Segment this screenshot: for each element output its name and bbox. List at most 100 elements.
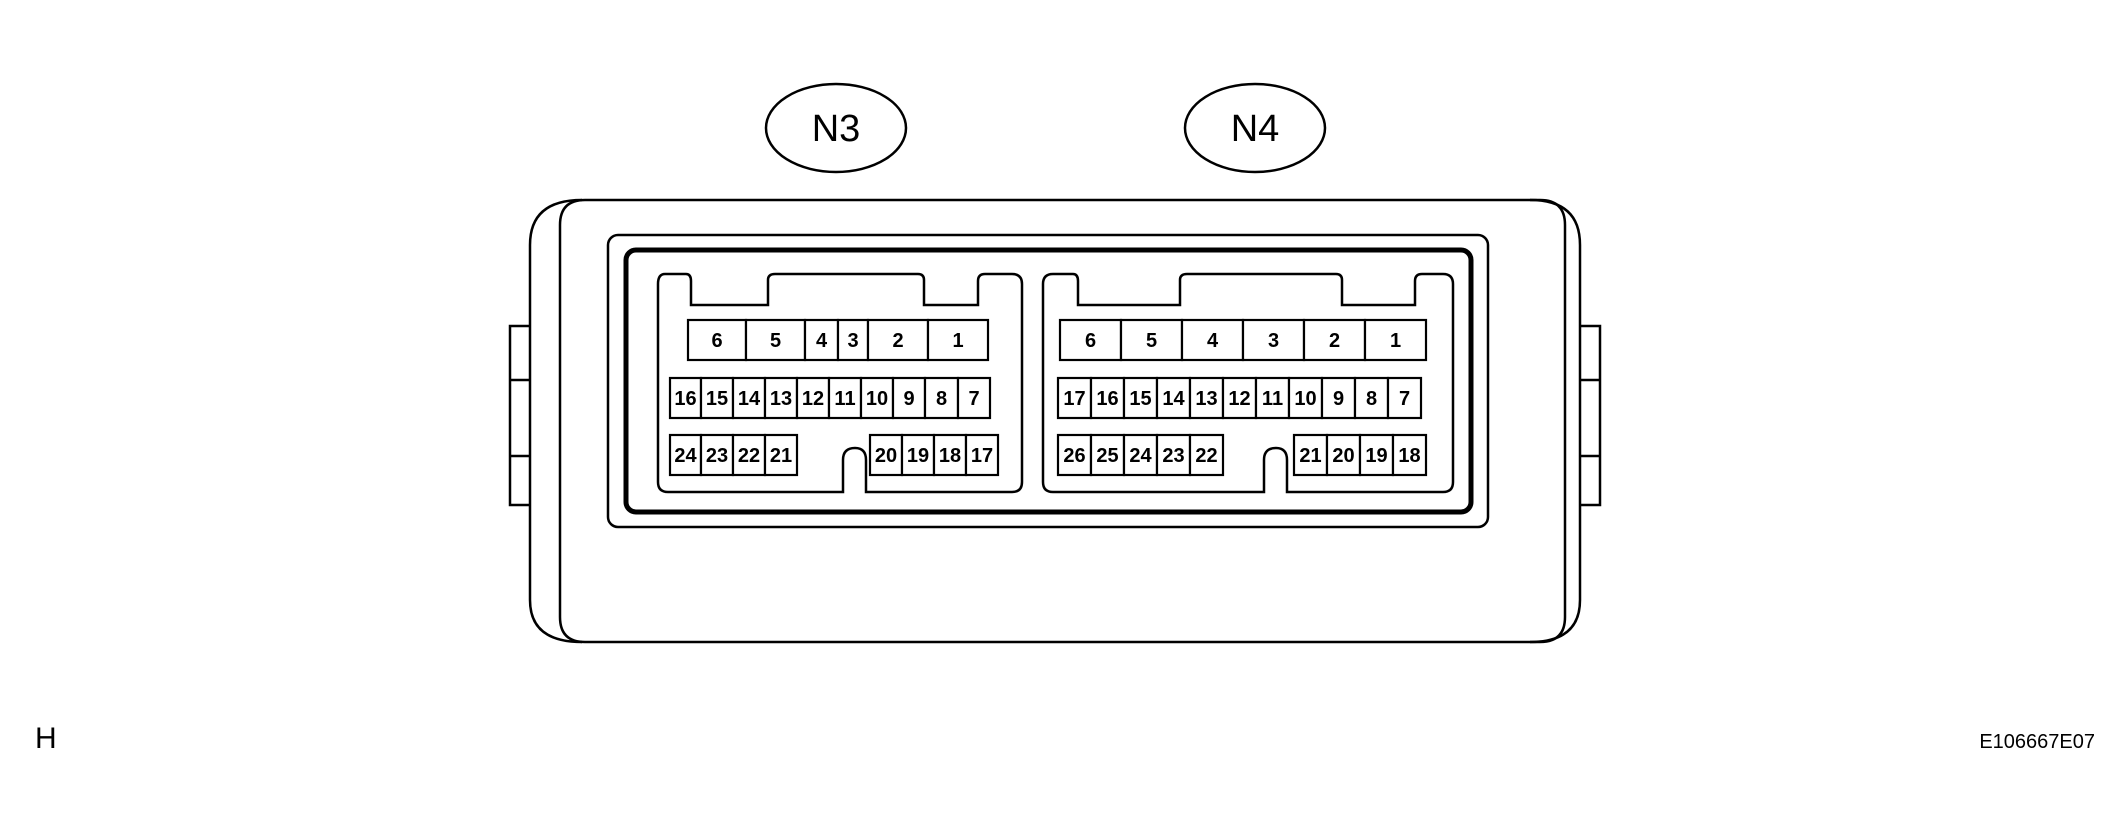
n4-pin-14-label: 14 (1162, 388, 1185, 410)
n4-pin-14: 14 (1155, 376, 1192, 420)
n4-pin-22-box (1188, 433, 1225, 477)
n3-pin-11-label: 11 (834, 388, 855, 410)
n3-pin-2: 2 (866, 318, 930, 362)
n4-pin-26: 26 (1056, 433, 1093, 477)
n3-pin-12-label: 12 (802, 388, 824, 410)
n4-pin-8-label: 8 (1366, 388, 1377, 410)
n3-pin-22-label: 22 (738, 445, 760, 467)
n4-pin-4: 4 (1180, 318, 1245, 362)
n3-pin-11-box (827, 376, 863, 420)
n3-pin-18: 18 (932, 433, 968, 477)
n3-pin-14: 14 (731, 376, 767, 420)
n4-pin-26-label: 26 (1063, 445, 1085, 467)
n3-pin-19-box (900, 433, 936, 477)
n4-pin-7-label: 7 (1399, 388, 1410, 410)
n3-pin-2-label: 2 (892, 330, 903, 352)
n3-pin-22: 22 (731, 433, 767, 477)
n4-pin-26-box (1056, 433, 1093, 477)
n3-pin-5: 5 (744, 318, 807, 362)
n4-pin-3-label: 3 (1268, 330, 1279, 352)
callout-n3-label: N3 (812, 108, 861, 150)
n3-pin-24-box (668, 433, 703, 477)
n3-pin-12: 12 (795, 376, 831, 420)
n4-pin-23-label: 23 (1162, 445, 1184, 467)
n4-pin-7: 7 (1386, 376, 1423, 420)
n3-pin-5-label: 5 (770, 330, 781, 352)
n3-pin-14-box (731, 376, 767, 420)
n3-pin-21: 21 (763, 433, 799, 477)
n4-pin-2: 2 (1302, 318, 1367, 362)
n3-pin-13: 13 (763, 376, 799, 420)
n4-pin-21-label: 21 (1299, 445, 1321, 467)
n3-pin-20-box (868, 433, 904, 477)
n4-pin-12-label: 12 (1228, 388, 1250, 410)
n4-pin-13: 13 (1188, 376, 1225, 420)
figure-code: E106667E07 (1979, 731, 2095, 753)
n4-pin-6-box (1058, 318, 1123, 362)
n4-pin-12: 12 (1221, 376, 1258, 420)
n4-pin-21-box (1292, 433, 1329, 477)
n3-pin-3-box (836, 318, 870, 362)
n4-pin-23: 23 (1155, 433, 1192, 477)
n3-pin-20-label: 20 (875, 445, 897, 467)
n4-pin-11: 11 (1254, 376, 1291, 420)
n3-pin-1: 1 (926, 318, 990, 362)
n4-pin-21: 21 (1292, 433, 1329, 477)
n4-pin-1-label: 1 (1390, 330, 1401, 352)
n4-pin-7-box (1386, 376, 1423, 420)
n4-pin-19-label: 19 (1365, 445, 1387, 467)
n4-pin-19-box (1358, 433, 1395, 477)
n4-pin-20: 20 (1325, 433, 1362, 477)
n3-pin-7-label: 7 (968, 388, 979, 410)
n3-pin-10-label: 10 (866, 388, 888, 410)
n3-pin-2-box (866, 318, 930, 362)
n4-pin-1-box (1363, 318, 1428, 362)
n3-pin-1-label: 1 (952, 330, 963, 352)
n4-pin-17: 17 (1056, 376, 1093, 420)
n4-pin-6: 6 (1058, 318, 1123, 362)
n4-pin-17-label: 17 (1063, 388, 1085, 410)
n3-pin-6: 6 (686, 318, 748, 362)
n3-pin-17: 17 (964, 433, 1000, 477)
n3-pin-10: 10 (859, 376, 895, 420)
n4-pin-25-box (1089, 433, 1126, 477)
n3-pin-19-label: 19 (907, 445, 929, 467)
n4-pin-6-label: 6 (1085, 330, 1096, 352)
n3-pin-19: 19 (900, 433, 936, 477)
n3-pin-6-label: 6 (711, 330, 722, 352)
n4-cavity (1041, 272, 1455, 494)
n4-pin-3-box (1241, 318, 1306, 362)
n3-pin-14-label: 14 (738, 388, 761, 410)
n4-pin-5: 5 (1119, 318, 1184, 362)
n3-pin-18-label: 18 (939, 445, 961, 467)
n4-pin-13-label: 13 (1195, 388, 1217, 410)
n3-pin-21-label: 21 (770, 445, 792, 467)
n3-cavity (656, 272, 1024, 494)
n4-pin-25: 25 (1089, 433, 1126, 477)
callout-n3: N3 (764, 82, 908, 174)
n3-pin-7-box (956, 376, 992, 420)
corner-letter: H (35, 722, 57, 755)
n4-pin-10-box (1287, 376, 1324, 420)
n4-pin-1: 1 (1363, 318, 1428, 362)
n3-pin-17-label: 17 (971, 445, 993, 467)
n3-pin-9-label: 9 (903, 388, 914, 410)
n3-pin-10-box (859, 376, 895, 420)
n4-pin-25-label: 25 (1096, 445, 1118, 467)
n3-pin-12-box (795, 376, 831, 420)
n3-pin-20: 20 (868, 433, 904, 477)
n4-pin-10: 10 (1287, 376, 1324, 420)
n3-pin-6-box (686, 318, 748, 362)
n4-pin-9-label: 9 (1333, 388, 1344, 410)
n3-pin-3: 3 (836, 318, 870, 362)
n3-pin-8-label: 8 (936, 388, 947, 410)
n4-pin-18: 18 (1391, 433, 1428, 477)
n3-pin-4-label: 4 (816, 330, 828, 352)
n3-pin-23-label: 23 (706, 445, 728, 467)
n4-pin-16: 16 (1089, 376, 1126, 420)
n3-pin-24: 24 (668, 433, 703, 477)
n3-pin-17-box (964, 433, 1000, 477)
n4-pin-18-label: 18 (1398, 445, 1420, 467)
